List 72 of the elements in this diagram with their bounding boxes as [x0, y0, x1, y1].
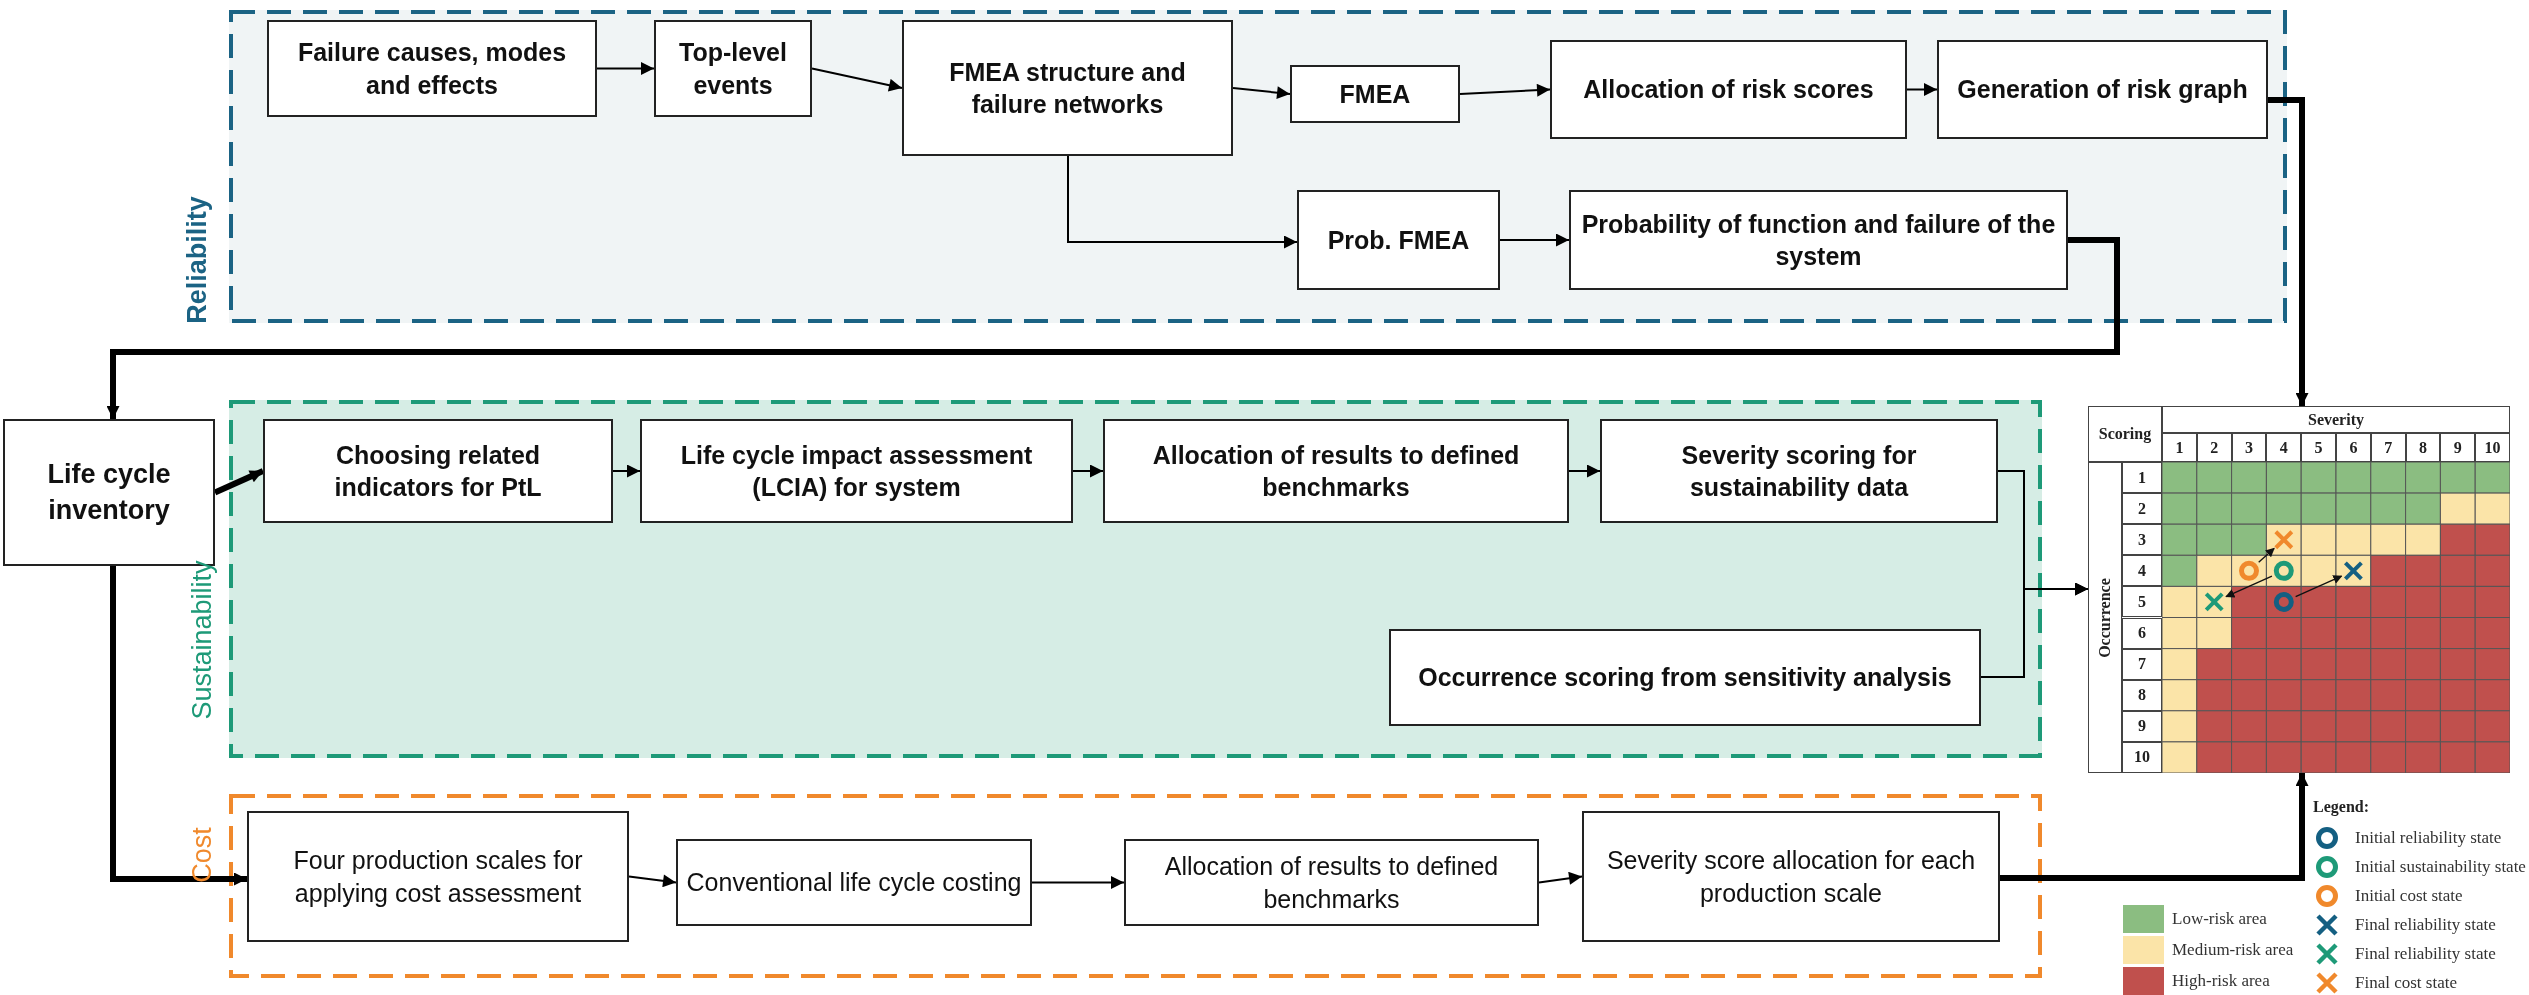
header-cell: 1	[2162, 433, 2197, 462]
header-cell: Occurrence	[2088, 462, 2122, 773]
header-cell: 1	[2122, 462, 2162, 494]
legend-label: High-risk area	[2172, 971, 2270, 991]
legend-label: Initial reliability state	[2355, 828, 2502, 848]
arrow	[1459, 83, 1551, 97]
header-cell: 7	[2122, 648, 2162, 680]
arrow	[1072, 464, 1104, 478]
legend-title: Legend:	[2313, 798, 2369, 816]
arrow	[1499, 233, 1570, 247]
process-box: Probability of function and failure of the system	[1569, 190, 2068, 290]
arrow	[612, 464, 641, 478]
header-cell: 3	[2231, 433, 2267, 462]
header-cell: 8	[2405, 433, 2441, 462]
header-cell: 8	[2122, 679, 2162, 711]
header-cell: 9	[2440, 433, 2476, 462]
arrow	[1067, 155, 1298, 249]
arrow	[213, 468, 265, 496]
process-box: Allocation of results to defined benchmarks	[1103, 419, 1569, 523]
header-cell: 10	[2122, 741, 2162, 773]
process-box: Allocation of results to defined benchmarks	[1124, 839, 1539, 926]
process-box: FMEA structure and failure networks	[902, 20, 1233, 156]
process-box: FMEA	[1290, 65, 1460, 123]
arrow	[1538, 871, 1583, 885]
arrow	[1232, 86, 1291, 100]
process-box: Choosing related indicators for PtL	[263, 419, 613, 523]
process-box: Severity scoring for sustainability data	[1600, 419, 1998, 523]
legend-label: Low-risk area	[2172, 909, 2267, 929]
process-box: Conventional life cycle costing	[676, 839, 1032, 926]
process-box: Allocation of risk scores	[1550, 40, 1907, 139]
process-box: Prob. FMEA	[1297, 190, 1500, 290]
arrow	[1980, 582, 2089, 678]
process-box: Generation of risk graph	[1937, 40, 2268, 139]
header-cell: 6	[2122, 617, 2162, 649]
legend-label: Medium-risk area	[2172, 940, 2294, 960]
header-cell: 5	[2122, 586, 2162, 618]
group-label: Cost	[186, 827, 218, 883]
process-box: Four production scales for applying cost assessment	[247, 811, 629, 942]
arrow	[1031, 876, 1125, 889]
process-box: Severity score allocation for each production scale	[1582, 811, 2000, 942]
legend-label: Initial sustainability state	[2355, 857, 2526, 877]
header-cell: 2	[2122, 493, 2162, 525]
arrow	[1568, 464, 1601, 478]
arrow	[628, 874, 677, 888]
legend-label: Initial cost state	[2355, 886, 2463, 906]
arrow	[596, 62, 655, 75]
header-cell: 9	[2122, 710, 2162, 742]
arrow	[110, 566, 247, 886]
arrow	[811, 67, 903, 92]
process-box: Top-level events	[654, 20, 812, 117]
legend-label: Final reliability state	[2355, 915, 2496, 935]
process-box: Life cycle impact assessment (LCIA) for system	[640, 419, 1073, 523]
header-cell: 4	[2266, 433, 2302, 462]
header-cell: 5	[2301, 433, 2336, 462]
header-cell: Severity	[2162, 406, 2510, 433]
header-cell: 2	[2196, 433, 2232, 462]
header-cell: 6	[2336, 433, 2371, 462]
legend-label: Final reliability state	[2355, 944, 2496, 964]
process-box: Occurrence scoring from sensitivity analysis	[1389, 629, 1981, 726]
legend-label: Final cost state	[2355, 973, 2457, 993]
process-box: Failure causes, modes and effects	[267, 20, 597, 117]
header-cell: 4	[2122, 555, 2162, 587]
risk-matrix	[2088, 406, 2510, 773]
arrow	[2000, 773, 2309, 881]
header-cell: 10	[2475, 433, 2510, 462]
arrow	[2268, 97, 2309, 406]
header-cell: 3	[2122, 524, 2162, 556]
group-label: Reliability	[181, 196, 213, 324]
arrow	[1906, 83, 1938, 96]
arrow	[106, 237, 2120, 419]
header-cell: Scoring	[2088, 406, 2162, 462]
header-cell: 7	[2370, 433, 2406, 462]
